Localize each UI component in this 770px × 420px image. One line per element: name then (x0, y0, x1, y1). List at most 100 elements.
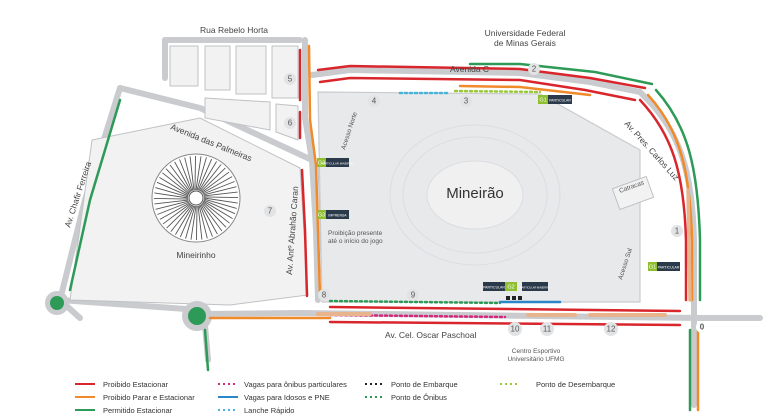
marker-11-label: 11 (543, 325, 552, 334)
line-oscar-south-red (328, 320, 682, 327)
mineirinho-arena (151, 153, 241, 243)
stadium-bowl (389, 124, 561, 266)
legend-item-embarque: Ponto de Embarque (365, 380, 458, 389)
mineirinho-spoke (153, 198, 189, 200)
roundabout-west-inner (188, 307, 206, 325)
mineirinho-spoke (196, 157, 207, 191)
mineirinho-spoke (202, 181, 235, 195)
legend-label: Proibido Parar e Estacionar (103, 393, 195, 402)
sign-g1-north: G1 PARTICULAR (538, 95, 572, 104)
mineirinho-spoke (169, 164, 191, 193)
roundabouts (45, 291, 212, 331)
stadium-field (426, 160, 524, 230)
line-abrahao-orange (307, 44, 322, 298)
mineirinho-spoke (194, 155, 196, 191)
mineirinho-spoke (156, 181, 189, 197)
sign-g3-west-code: G3 (318, 161, 325, 167)
label-rua-rebelo-horta: Rua Rebelo Horta (200, 25, 268, 35)
legend-label: Ponto de Desembarque (536, 380, 615, 389)
boarding-point-3 (518, 296, 522, 300)
sign-press-code: G3 (318, 213, 325, 219)
mineirinho-spoke (199, 204, 213, 237)
marker-12-label: 12 (607, 325, 616, 334)
sign-g2-south-right-type: PARTICULAR MINEIRÃO (520, 285, 550, 290)
mineirinho-spoke (155, 200, 189, 210)
mineirinho-spoke (202, 176, 233, 194)
stadium-middle-ring (402, 136, 548, 254)
label-centro-2: Universitário UFMG (507, 356, 564, 363)
marker-4: 4 (368, 95, 380, 107)
sign-g3-west: G3 PARTICULAR MINEIRÃO (317, 158, 354, 167)
sign-g1-east: G1 PARTICULAR (648, 262, 680, 271)
legend-label: Proibido Estacionar (103, 380, 169, 389)
line-luz-orange (646, 93, 694, 302)
marker-10: 10 (508, 322, 522, 336)
legend-label: Permitido Estacionar (103, 406, 173, 415)
block-3 (235, 45, 267, 95)
line-luz-strip (686, 188, 692, 302)
sign-g2-south-type: PARTICULAR (483, 286, 505, 290)
label-ufmg-1: Universidade Federal (485, 28, 566, 38)
mineirinho-spoke (202, 201, 230, 224)
marker-8: 8 (318, 289, 330, 301)
mineirinho-spoke (197, 158, 213, 191)
marker-8-label: 8 (322, 291, 327, 300)
mineirinho-spoke (203, 197, 238, 204)
mineirinho-spoke (155, 187, 189, 198)
road-west-lower (57, 297, 203, 313)
legend-label: Vagas para ônibus particulares (244, 380, 347, 389)
boarding-point-2 (512, 296, 516, 300)
road-oscar-paschoal (201, 310, 763, 321)
line-avc-north-red (316, 64, 647, 90)
legend-item-lanche: Lanche Rápido (218, 406, 294, 415)
marker-1: 1 (671, 225, 683, 237)
catracas-structure (611, 175, 655, 211)
sign-g2-south-right: PARTICULAR MINEIRÃO (520, 282, 550, 291)
mineirinho-spoke (185, 205, 196, 239)
legend-label: Ponto de Ônibus (391, 393, 447, 402)
roundabout-far-west-inner (50, 296, 64, 310)
block-5 (204, 97, 271, 131)
mineirinho-spoke (199, 164, 222, 192)
boarding-point-1 (506, 296, 510, 300)
legend-item-desembarque: Ponto de Desembarque (500, 380, 615, 389)
sign-g1-north-code: G1 (539, 98, 546, 104)
mineirinho-spoke (174, 161, 192, 192)
sign-g3-west-type: PARTICULAR MINEIRÃO (321, 161, 354, 166)
stadium-outer-ring (389, 124, 561, 266)
mineirinho-spoke (165, 168, 190, 194)
mineirinho-spoke (196, 205, 198, 241)
mineirinho-spoke (162, 203, 191, 225)
marker-4-label: 4 (372, 97, 377, 106)
legend-item-permitido: Permitido Estacionar (75, 406, 173, 415)
label-av-oscar: Av. Cel. Oscar Paschoal (385, 330, 476, 340)
mineirinho-center (188, 190, 204, 206)
sign-g2-south: PARTICULAR G2 (483, 282, 517, 291)
marker-5: 5 (284, 73, 296, 85)
mineirinho-spoke (200, 204, 218, 235)
marker-12: 12 (604, 322, 618, 336)
block-4 (271, 45, 299, 99)
parking-rule-lines (68, 44, 702, 412)
block-2 (204, 45, 231, 91)
label-proibicao-1: Proibição presente (328, 230, 383, 237)
mineirinho-spoke (201, 171, 230, 193)
label-avenida-c: Avenida C (450, 64, 489, 74)
marker-3-label: 3 (464, 97, 469, 106)
numbered-markers: 0 1 2 3 4 5 6 7 8 9 10 11 12 (264, 63, 708, 336)
mineirinho-spoke (179, 205, 195, 238)
legend-item-proibido-estacionar: Proibido Estacionar (75, 380, 169, 389)
legend-item-vagas-onibus: Vagas para ônibus particulares (218, 380, 347, 389)
mineirinho-spoke (203, 200, 233, 219)
legend-item-onibus: Ponto de Ônibus (365, 393, 447, 402)
mineirinho-spoke (202, 202, 227, 228)
mineirinho-spoke (190, 205, 197, 240)
mineirinho-spoke (197, 205, 203, 240)
line-avc-south-red (318, 76, 637, 102)
marker-9: 9 (407, 289, 419, 301)
mineirinho-spoke (195, 156, 202, 191)
line-dropoff-dotted (453, 89, 542, 94)
parking-signs: G1 PARTICULAR G3 PARTICULAR MINEIRÃO G3 … (317, 95, 680, 291)
line-oscar-north-red (328, 305, 682, 313)
